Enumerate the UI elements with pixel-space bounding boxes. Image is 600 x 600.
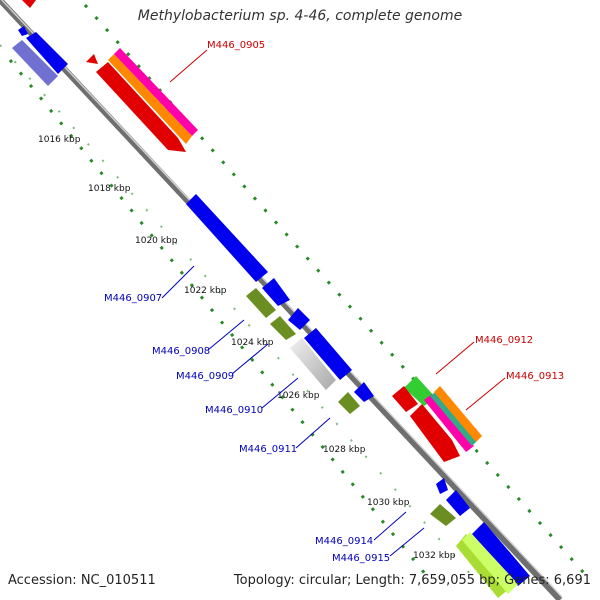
label-line-0905 [169, 49, 208, 83]
gene-olive-0914[interactable] [430, 504, 456, 526]
gene-blue-0907b[interactable] [262, 278, 290, 306]
gene-blue-0911[interactable] [354, 382, 374, 402]
label-line-0910 [261, 377, 299, 409]
gene-label-0905[interactable]: M446_0905 [207, 40, 265, 51]
kbp-label-1020: 1020 kbp [135, 236, 178, 246]
gene-label-0907[interactable]: M446_0907 [104, 293, 162, 304]
kbp-label-1018: 1018 kbp [88, 184, 131, 194]
gene-teal-0913[interactable] [430, 390, 478, 446]
kbp-label-1016: 1016 kbp [38, 135, 81, 145]
kbp-label-1024: 1024 kbp [231, 338, 274, 348]
gene-silver-0909[interactable] [290, 338, 336, 390]
label-line-0908 [207, 319, 245, 351]
gene-olive-0908[interactable] [246, 288, 276, 318]
gene-orange-0905[interactable] [108, 54, 192, 144]
gene-blue-0909-small[interactable] [288, 308, 310, 330]
gene-red-0912[interactable] [392, 386, 418, 412]
kbp-label-1022: 1022 kbp [184, 286, 227, 296]
gene-label-0910[interactable]: M446_0910 [205, 405, 263, 416]
label-line-0913 [465, 377, 506, 411]
gene-label-0909[interactable]: M446_0909 [176, 371, 234, 382]
kbp-label-1030: 1030 kbp [367, 498, 410, 508]
gene-blue-0909[interactable] [304, 328, 352, 380]
gene-blue-top-left[interactable] [26, 32, 68, 74]
gene-magenta-0913[interactable] [424, 394, 474, 452]
gene-red-top-partial[interactable] [22, 0, 36, 8]
kbp-label-1032: 1032 kbp [413, 551, 456, 561]
label-line-0915 [389, 527, 425, 557]
gene-magenta-0905[interactable] [114, 48, 198, 136]
kbp-label-1028: 1028 kbp [323, 445, 366, 455]
label-line-0912 [435, 341, 475, 375]
genome-summary: Topology: circular; Length: 7,659,055 bp… [233, 573, 591, 588]
gene-label-0911[interactable]: M446_0911 [239, 444, 297, 455]
gene-label-0913[interactable]: M446_0913 [506, 371, 564, 382]
gene-lavender-top-left[interactable] [12, 40, 58, 86]
gene-blue-0914-small[interactable] [436, 478, 448, 494]
label-line-0911 [295, 417, 331, 449]
gene-label-0908[interactable]: M446_0908 [152, 346, 210, 357]
gene-label-0914[interactable]: M446_0914 [315, 536, 373, 547]
gene-label-0912[interactable]: M446_0912 [475, 335, 533, 346]
label-line-0909 [231, 343, 269, 375]
gene-lightgreen-0915[interactable] [462, 532, 518, 594]
accession-label: Accession: NC_010511 [8, 573, 156, 588]
label-line-0907 [161, 265, 195, 299]
gene-blue-0915[interactable] [472, 522, 530, 586]
gene-blue-0907[interactable] [186, 194, 268, 282]
gene-lime-0915[interactable] [456, 534, 510, 598]
genome-title: Methylobacterium sp. 4-46, complete geno… [137, 8, 463, 24]
gene-olive-0908b[interactable] [270, 316, 296, 340]
gene-blue-0914[interactable] [446, 490, 470, 516]
gene-orange-0913[interactable] [434, 386, 482, 442]
gene-red-small-0905[interactable] [86, 54, 98, 64]
gene-label-0915[interactable]: M446_0915 [332, 553, 390, 564]
kbp-label-1026: 1026 kbp [277, 391, 320, 401]
gene-red-0905[interactable] [96, 62, 186, 152]
gene-blue-top-partial[interactable] [18, 26, 28, 36]
gene-red-0913[interactable] [410, 404, 460, 462]
label-line-0914 [373, 511, 407, 541]
gene-olive-0911[interactable] [338, 392, 360, 414]
